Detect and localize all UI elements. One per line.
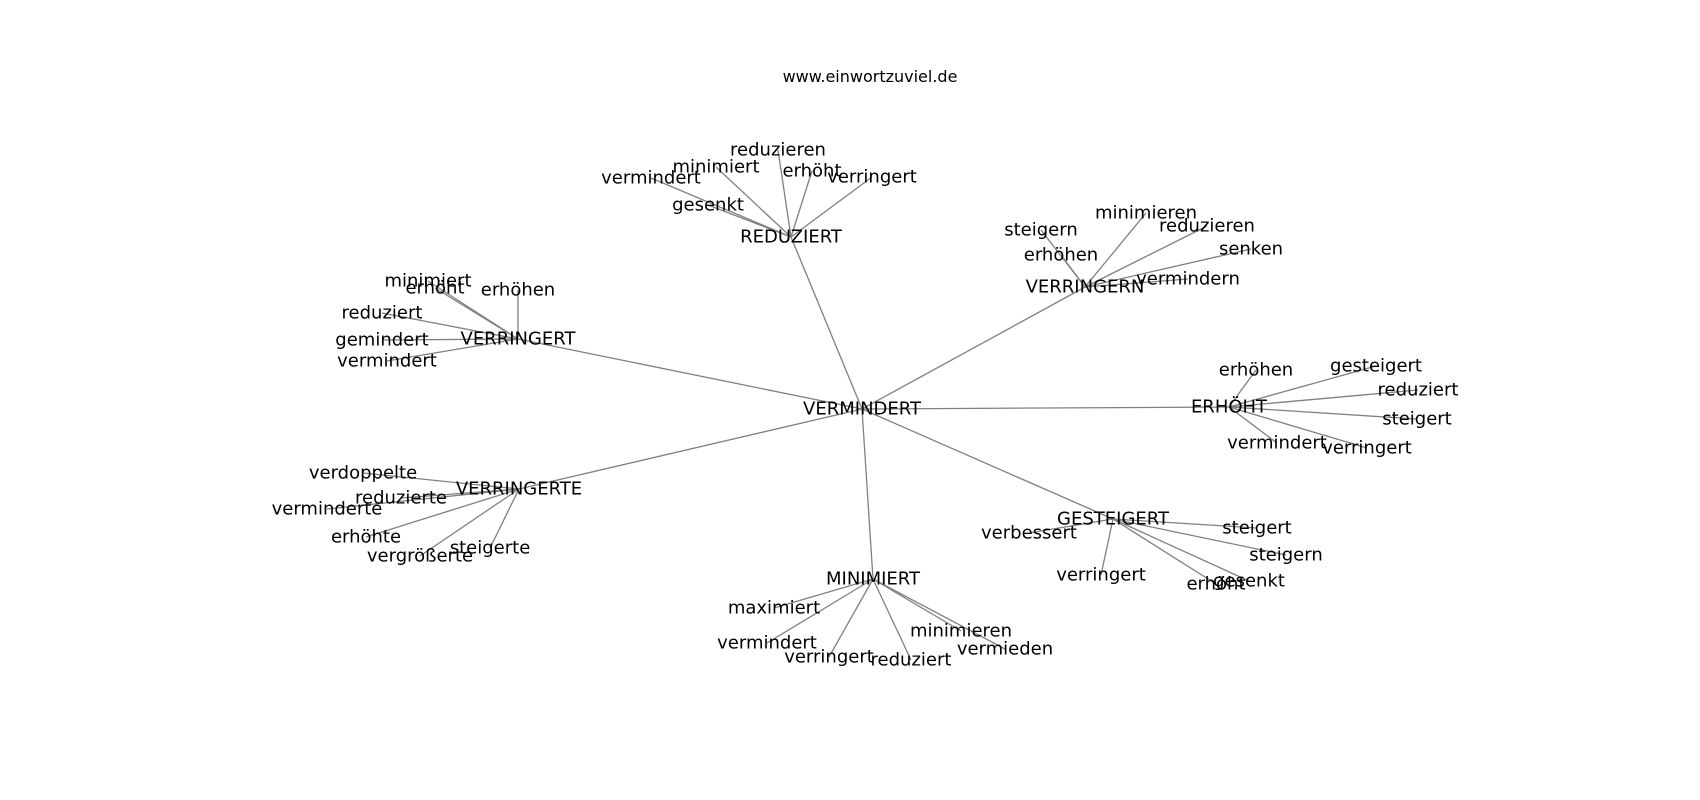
edge-center-erhoeht (861, 406, 1230, 410)
leaf-node-label: steigerte (450, 538, 531, 559)
edge-verringern-leaf (1084, 278, 1189, 288)
leaf-node-label: verdoppelte (309, 463, 417, 484)
edge-gesteigert-leaf (1112, 518, 1287, 556)
edge-gesteigert-leaf (1112, 518, 1258, 529)
edge-center-reduziert (790, 236, 863, 410)
edge-minimiert-leaf (766, 578, 874, 644)
edge-verringern-leaf (1084, 225, 1208, 288)
hub-node-label-gesteigert: GESTEIGERT (1057, 509, 1170, 530)
edge-gesteigert-leaf (1028, 518, 1114, 534)
leaf-node-label: vergrößerte (367, 546, 473, 567)
leaf-node-label: erhöht (782, 161, 841, 182)
leaf-node-label: reduzieren (730, 140, 826, 161)
edge-erhoeht-leaf (1228, 406, 1278, 444)
leaf-node-label: gemindert (335, 330, 428, 351)
leaf-node-label: minimieren (910, 621, 1012, 642)
edge-verringerte-leaf (489, 488, 520, 549)
edge-verringerte-leaf (419, 488, 520, 557)
leaf-node-label: maximiert (728, 598, 820, 619)
edge-gesteigert-leaf (1112, 518, 1217, 585)
hub-node-label-erhoeht: ERHÖHT (1191, 396, 1268, 418)
graph-labels: www.einwortzuviel.de VERMINDERT reduziere… (272, 67, 1459, 671)
leaf-node-label: erhöhen (1219, 360, 1293, 381)
edge-verringerte-leaf (326, 488, 520, 510)
leaf-node-label: verringert (784, 647, 874, 668)
leaf-node-label: steigern (1249, 545, 1323, 566)
leaf-node-label: vermieden (957, 639, 1053, 660)
edge-center-verringerte (518, 408, 863, 490)
edge-center-gesteigert (861, 408, 1114, 520)
leaf-node-label: erhöht (1186, 574, 1245, 595)
edge-center-verringern (861, 286, 1086, 410)
leaf-node-label: minimieren (1095, 203, 1197, 224)
edge-reduziert-leaf (715, 166, 792, 238)
leaf-node-label: verbessert (981, 523, 1077, 544)
leaf-node-label: gesenkt (672, 195, 744, 216)
edge-gesteigert-leaf (1112, 518, 1250, 582)
edge-erhoeht-leaf (1228, 406, 1368, 449)
edge-verringern-leaf (1060, 254, 1086, 288)
edge-center-verringert (517, 338, 863, 410)
leaf-node-label: verringert (1322, 438, 1412, 459)
edge-verringern-leaf (1084, 248, 1252, 288)
leaf-node-label: steigert (1382, 409, 1451, 430)
leaf-node-label: erhöhen (481, 280, 555, 301)
edge-verringerte-leaf (362, 472, 520, 490)
edge-erhoeht-leaf (1228, 406, 1418, 420)
edge-erhoeht-leaf (1228, 389, 1419, 408)
leaf-node-label: verminderte (272, 499, 383, 520)
leaf-node-label: vermindert (717, 633, 817, 654)
hub-node-label-verringerte: VERRINGERTE (456, 479, 582, 500)
leaf-node-label: vermindert (337, 351, 437, 372)
graph-edges (326, 149, 1419, 661)
leaf-node-label: verringert (1056, 565, 1146, 586)
leaf-node-label: verringert (827, 167, 917, 188)
leaf-node-label: steigern (1004, 220, 1078, 241)
edge-verringert-leaf (386, 338, 519, 362)
edge-verringern-leaf (1084, 212, 1147, 288)
leaf-node-label: gesteigert (1330, 356, 1422, 377)
leaf-node-label: minimiert (672, 157, 759, 178)
edge-verringert-leaf (427, 280, 519, 340)
edge-minimiert-leaf (872, 578, 912, 661)
edge-reduziert-leaf (790, 170, 813, 238)
leaf-node-label: reduziert (342, 303, 423, 324)
leaf-node-label: vermindert (1227, 433, 1327, 454)
leaf-node-label: senken (1219, 239, 1283, 260)
edge-erhoeht-leaf (1228, 365, 1377, 408)
hub-node-label-verringert: VERRINGERT (461, 329, 577, 350)
edge-reduziert-leaf (790, 176, 873, 238)
leaf-node-label: reduzieren (1159, 216, 1255, 237)
leaf-node-label: erhöht (405, 278, 464, 299)
edge-minimiert-leaf (828, 578, 874, 658)
leaf-node-label: gesenkt (1213, 571, 1285, 592)
hub-node-label-verringern: VERRINGERN (1026, 277, 1145, 298)
leaf-node-label: reduziert (871, 650, 952, 671)
edge-verringerte-leaf (365, 488, 520, 538)
edge-reduziert-leaf (707, 204, 792, 238)
leaf-node-label: erhöhte (331, 527, 401, 548)
leaf-node-label: erhöhen (1024, 245, 1098, 266)
leaf-node-label: minimiert (384, 271, 471, 292)
hub-node-label-minimiert: MINIMIERT (826, 569, 921, 590)
edge-reduziert-leaf (777, 149, 792, 238)
edge-minimiert-leaf (872, 578, 962, 632)
edge-reduziert-leaf (650, 177, 792, 238)
leaf-node-label: steigert (1222, 518, 1291, 539)
leaf-node-label: vermindern (1136, 269, 1240, 290)
center-node-label: VERMINDERT (803, 399, 922, 420)
hub-node-label-reduziert: REDUZIERT (740, 227, 843, 248)
leaf-node-label: reduziert (1378, 380, 1459, 401)
edge-minimiert-leaf (773, 578, 874, 609)
leaf-node-label: vermindert (601, 168, 701, 189)
edge-gesteigert-leaf (1100, 518, 1114, 576)
edge-center-minimiert (861, 408, 874, 580)
edge-minimiert-leaf (872, 578, 1006, 650)
leaf-node-label: reduzierte (355, 488, 447, 509)
edge-verringert-leaf (381, 312, 519, 340)
edge-verringert-leaf (381, 338, 519, 341)
edge-erhoeht-leaf (1228, 369, 1257, 408)
site-watermark: www.einwortzuviel.de (783, 67, 958, 86)
